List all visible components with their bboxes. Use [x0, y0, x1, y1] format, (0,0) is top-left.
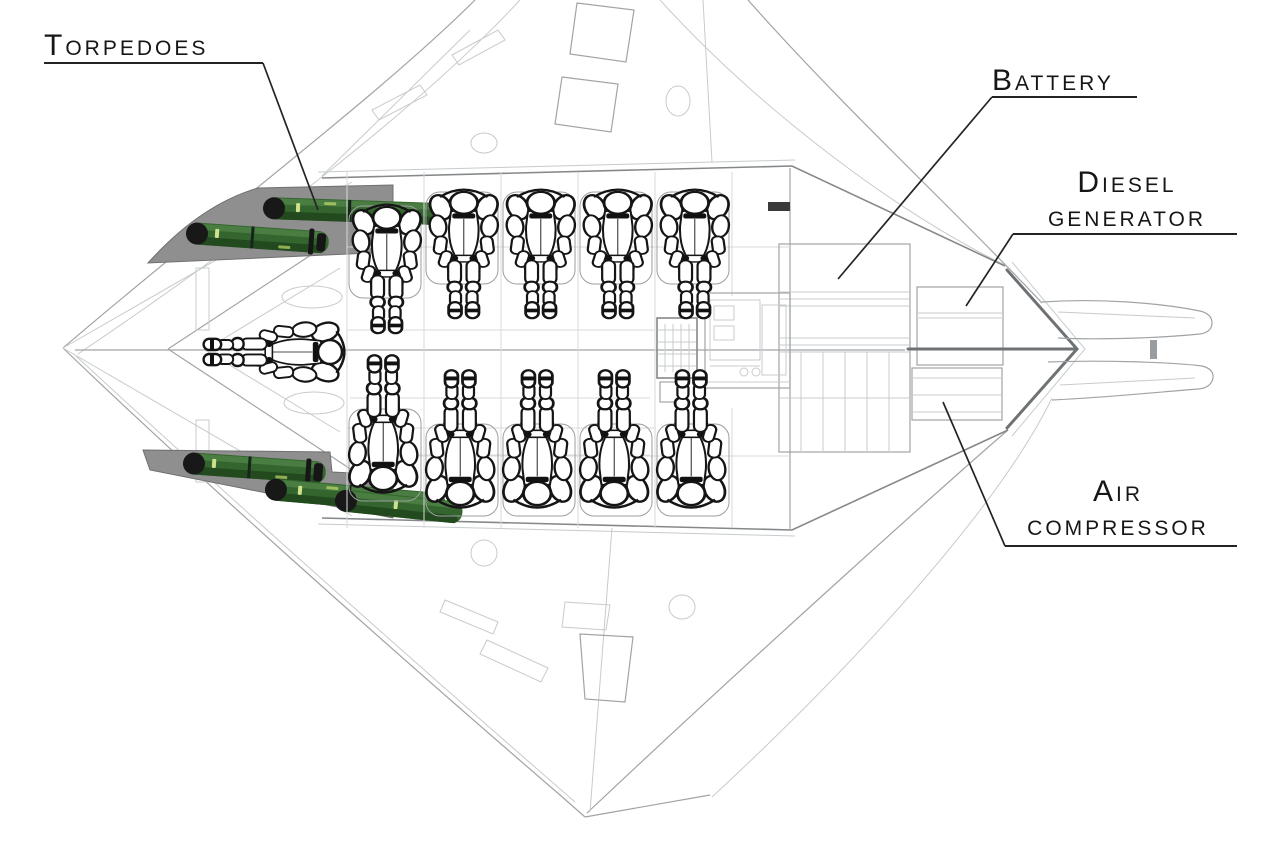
leader-line-air-compressor [942, 401, 1006, 547]
passenger-figure [347, 203, 426, 335]
torpedo [182, 452, 326, 485]
tail-boom-lower [1047, 360, 1214, 401]
label-battery: Battery [992, 64, 1114, 97]
callout-torpedoes: Torpedoes [44, 29, 319, 211]
engine-block [704, 292, 791, 389]
callout-battery: Battery [837, 64, 1137, 280]
leader-line-torpedoes [262, 62, 319, 211]
edge-vent [439, 599, 499, 635]
porthole [470, 539, 498, 567]
edge-vent [479, 639, 549, 683]
edge-vent [371, 84, 428, 121]
passenger-figure [652, 368, 731, 509]
passenger-figure [501, 188, 580, 320]
diesel-generator-box [916, 286, 1004, 366]
passenger-figure [498, 368, 577, 509]
wing-panels [371, 2, 696, 703]
air-compressor-box [911, 367, 1003, 421]
pilot-figure [202, 318, 346, 386]
seat-pad-top [281, 285, 343, 309]
vent-strip [768, 202, 790, 211]
tail-boom-upper [1041, 299, 1213, 340]
passenger-figure [424, 188, 503, 320]
top-wing-hatch [554, 76, 619, 133]
boom-crossbar [1150, 340, 1157, 359]
passenger-row-top [347, 188, 734, 335]
torpedo [185, 222, 329, 255]
hull-outline [62, 0, 1053, 818]
seat-pad-bottom [283, 391, 345, 415]
porthole [665, 85, 691, 117]
top-wing-hatch [569, 2, 635, 63]
label-torpedoes: Torpedoes [44, 29, 208, 62]
label-air-line2: compressor [1027, 509, 1209, 542]
passenger-figure [655, 188, 734, 320]
callout-air-compressor: Air compressor [942, 401, 1237, 547]
passenger-figure [421, 368, 500, 509]
callout-diesel-generator: Diesel generator [965, 166, 1237, 307]
passenger-figure [578, 188, 657, 320]
porthole [470, 132, 498, 154]
bottom-wing-hatch [561, 601, 611, 631]
label-diesel-line1: Diesel [1077, 166, 1176, 199]
edge-vent [451, 29, 506, 66]
porthole [668, 594, 696, 620]
bottom-wing-hatch [579, 633, 634, 703]
torpedo [334, 489, 463, 524]
leader-line-diesel-generator [965, 233, 1014, 307]
passenger-figure [344, 353, 423, 494]
label-air-line1: Air [1093, 475, 1143, 508]
passenger-figure [575, 368, 654, 509]
leader-line-battery [837, 96, 993, 280]
cabin-shell [317, 159, 1009, 537]
label-diesel-line2: generator [1048, 200, 1206, 233]
battery-rack [768, 202, 911, 453]
tail-assembly [906, 261, 1214, 437]
